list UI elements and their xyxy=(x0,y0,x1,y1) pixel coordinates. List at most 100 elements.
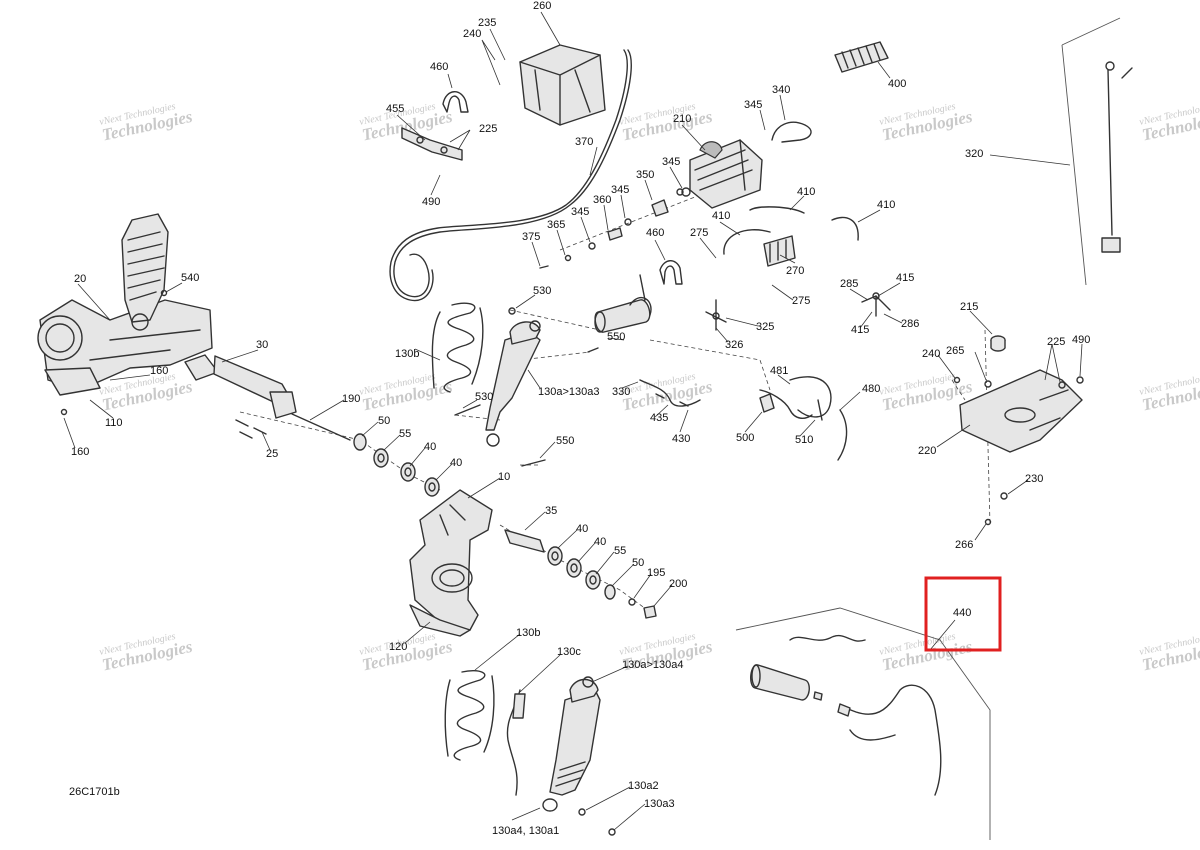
part-130a-shock-lower xyxy=(542,676,616,836)
callout-286: 286 xyxy=(901,318,919,330)
part-330-harness xyxy=(639,379,701,407)
callout-326: 326 xyxy=(725,339,743,351)
callout-330: 330 xyxy=(612,386,630,398)
callout-25: 25 xyxy=(266,448,278,460)
callout-275: 275 xyxy=(792,295,810,307)
callout-200: 200 xyxy=(669,578,687,590)
callout-275: 275 xyxy=(690,227,708,239)
part-350-fitting xyxy=(651,199,669,217)
highlight-box xyxy=(924,576,1002,652)
callout-345: 345 xyxy=(662,156,680,168)
callout-225: 225 xyxy=(1047,336,1065,348)
callout-210: 210 xyxy=(673,113,691,125)
callout-340: 340 xyxy=(772,84,790,96)
callout-230: 230 xyxy=(1025,473,1043,485)
callout-481: 481 xyxy=(770,365,788,377)
callout-365: 365 xyxy=(547,219,565,231)
part-370-hose xyxy=(389,49,632,302)
callout-530: 530 xyxy=(475,391,493,403)
callout-435: 435 xyxy=(650,412,668,424)
callout-labels: 235 240 260 460 455 225 490 370 210 345 … xyxy=(71,0,1090,837)
callout-325: 325 xyxy=(756,321,774,333)
callout-345: 345 xyxy=(571,206,589,218)
callout-130a4-130a1: 130a4, 130a1 xyxy=(492,825,559,837)
figure-code: 26C1701b xyxy=(69,786,120,798)
part-20-swingarm xyxy=(37,213,213,396)
callout-130b: 130b xyxy=(516,627,540,639)
callout-410: 410 xyxy=(712,210,730,222)
part-220-plate xyxy=(953,335,1084,526)
callout-460: 460 xyxy=(646,227,664,239)
bushings-row-1 xyxy=(353,433,440,497)
callout-440: 440 xyxy=(953,607,971,619)
part-460-clip xyxy=(442,91,469,113)
part-130b-spring-lower xyxy=(444,670,495,761)
part-130b-spring-upper xyxy=(431,302,484,393)
callout-55: 55 xyxy=(399,428,411,440)
part-440-inset xyxy=(735,607,991,840)
callout-50: 50 xyxy=(378,415,390,427)
callout-190: 190 xyxy=(342,393,360,405)
callout-130a-130a3: 130a>130a3 xyxy=(538,386,599,398)
callout-40: 40 xyxy=(450,457,462,469)
callout-130a-130a4: 130a>130a4 xyxy=(622,659,683,671)
parts xyxy=(37,17,1133,840)
callout-270: 270 xyxy=(786,265,804,277)
bolts xyxy=(454,307,599,467)
callout-265: 265 xyxy=(946,345,964,357)
callout-266: 266 xyxy=(955,539,973,551)
callout-490: 490 xyxy=(1072,334,1090,346)
part-320-panel xyxy=(1061,17,1133,286)
callout-130b: 130b xyxy=(395,348,419,360)
callout-550: 550 xyxy=(556,435,574,447)
callout-220: 220 xyxy=(918,445,936,457)
callout-55: 55 xyxy=(614,545,626,557)
highlight-440[interactable]: 440 xyxy=(924,576,1002,652)
callout-510: 510 xyxy=(795,434,813,446)
callout-430: 430 xyxy=(672,433,690,445)
callout-20: 20 xyxy=(74,273,86,285)
callout-215: 215 xyxy=(960,301,978,313)
callout-285: 285 xyxy=(840,278,858,290)
callout-225: 225 xyxy=(479,123,497,135)
fittings-row xyxy=(539,188,684,269)
callout-320: 320 xyxy=(965,148,983,160)
callout-415: 415 xyxy=(896,272,914,284)
callout-130a2: 130a2 xyxy=(628,780,659,792)
callout-40: 40 xyxy=(576,523,588,535)
callout-240: 240 xyxy=(922,348,940,360)
callout-480: 480 xyxy=(862,383,880,395)
part-210-compressor xyxy=(681,139,763,209)
callout-30: 30 xyxy=(256,339,268,351)
leader-lines xyxy=(63,11,1083,831)
callout-120: 120 xyxy=(389,641,407,653)
callout-260: 260 xyxy=(533,0,551,12)
part-340-hose xyxy=(771,121,812,143)
callout-10: 10 xyxy=(498,471,510,483)
callout-350: 350 xyxy=(636,169,654,181)
callout-160: 160 xyxy=(71,446,89,458)
callout-345: 345 xyxy=(744,99,762,111)
part-10-bracket xyxy=(409,489,493,637)
callout-415: 415 xyxy=(851,324,869,336)
callout-160: 160 xyxy=(150,365,168,377)
callout-490: 490 xyxy=(422,196,440,208)
part-270-valve xyxy=(763,235,796,267)
callout-40: 40 xyxy=(594,536,606,548)
callout-345: 345 xyxy=(611,184,629,196)
part-480-harness xyxy=(759,376,848,461)
part-260-bracket xyxy=(519,44,606,126)
callout-410: 410 xyxy=(877,199,895,211)
callout-370: 370 xyxy=(575,136,593,148)
callout-240: 240 xyxy=(463,28,481,40)
part-130c-wire xyxy=(506,689,526,796)
callout-130a3: 130a3 xyxy=(644,798,675,810)
